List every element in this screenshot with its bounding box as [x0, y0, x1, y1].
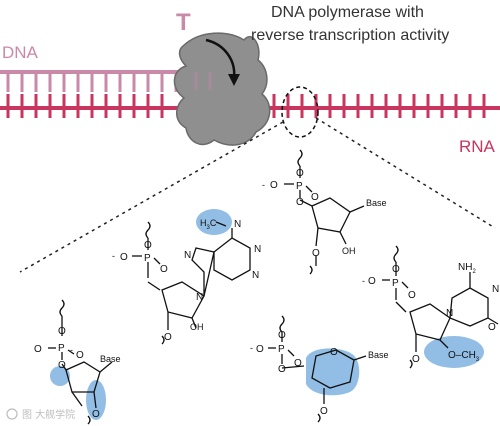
methyl-highlight	[196, 209, 232, 235]
oxygen-atom: O	[368, 276, 376, 287]
phosphorus-atom: P	[392, 278, 399, 289]
oxygen-atom: O	[278, 330, 286, 341]
oxygen-atom: O	[76, 350, 84, 361]
phosphorus-atom: P	[296, 181, 303, 192]
base-label: Base	[366, 198, 387, 208]
charge-minus: -	[262, 180, 265, 190]
nitrogen-atom: N	[196, 292, 203, 303]
nitrogen-atom: N	[492, 284, 499, 295]
oxygen-atom: O	[92, 409, 100, 420]
enzyme-caption-line1: DNA polymerase with	[271, 4, 424, 21]
structure-ribonucleotide-labels: P O O - O O Base OH O	[262, 168, 387, 259]
oxygen-atom: O	[412, 354, 420, 365]
oxygen-atom: O	[160, 264, 168, 275]
structure-locked-nucleic-acid: P O O O - O Base O	[34, 299, 121, 425]
structure-ribonucleotide	[284, 149, 365, 275]
oxygen-atom: O	[164, 332, 172, 343]
oxygen-atom: O	[256, 344, 264, 355]
oxygen-atom: O	[270, 180, 278, 191]
watermark-text: 图 大舰学院	[22, 408, 75, 421]
nitrogen-atom: N	[252, 270, 259, 281]
oxygen-atom: O	[488, 322, 496, 333]
charge-minus: -	[70, 345, 73, 355]
charge-minus: -	[250, 343, 253, 353]
methyl-h3c-label: H3C	[200, 218, 217, 231]
oxygen-atom: O	[294, 358, 302, 369]
oxygen-atom: O	[296, 197, 304, 208]
incoming-nucleotide-t: T	[176, 9, 191, 36]
bridge-highlight-top	[50, 366, 70, 386]
hydroxyl-label: OH	[190, 322, 204, 332]
nitrogen-atom: N	[184, 250, 191, 261]
polymerase-enzyme	[173, 32, 271, 146]
phosphorus-atom: P	[58, 343, 65, 354]
charge-minus: -	[112, 251, 115, 261]
enzyme-caption-line2: reverse transcription activity	[251, 27, 449, 44]
structure-m6a: P O - O O OH O H3C N N N N N	[112, 209, 261, 345]
nitrogen-atom: N	[234, 219, 241, 230]
methoxy-label: O–CH3	[448, 350, 480, 363]
dna-label: DNA	[2, 43, 39, 62]
phosphorus-atom: P	[278, 344, 285, 355]
structure-2ome-cytidine: P O - O O O O–CH3 NH2 N N O	[362, 245, 499, 369]
base-label: Base	[100, 354, 121, 364]
bridge-highlight	[86, 380, 106, 420]
hydroxyl-label: OH	[342, 246, 356, 256]
amine-label: NH2	[458, 262, 476, 275]
nitrogen-atom: N	[254, 244, 261, 255]
oxygen-atom: O	[311, 192, 319, 203]
methoxy-highlight	[424, 336, 484, 368]
dna-strand: DNA	[0, 43, 190, 92]
phosphorus-atom: P	[144, 253, 151, 264]
oxygen-atom: O	[320, 406, 328, 417]
base-label: Base	[368, 350, 389, 360]
nitrogen-atom: N	[446, 308, 453, 319]
rna-label: RNA	[459, 137, 496, 156]
oxygen-atom: O	[296, 168, 304, 179]
oxygen-atom: O	[330, 347, 338, 358]
oxygen-atom: O	[392, 264, 400, 275]
charge-minus: -	[362, 276, 365, 286]
oxygen-atom: O	[312, 248, 320, 259]
oxygen-atom: O	[278, 364, 286, 375]
oxygen-atom: O	[144, 240, 152, 251]
structure-hexitol-nucleotide: P O O - O O Base O O	[250, 315, 389, 423]
oxygen-atom: O	[34, 344, 42, 355]
oxygen-atom: O	[120, 252, 128, 263]
oxygen-atom: O	[58, 360, 66, 371]
oxygen-atom: O	[58, 326, 66, 337]
watermark: 图 大舰学院	[6, 408, 75, 421]
zoom-indicator	[19, 86, 496, 273]
oxygen-atom: O	[408, 290, 416, 301]
